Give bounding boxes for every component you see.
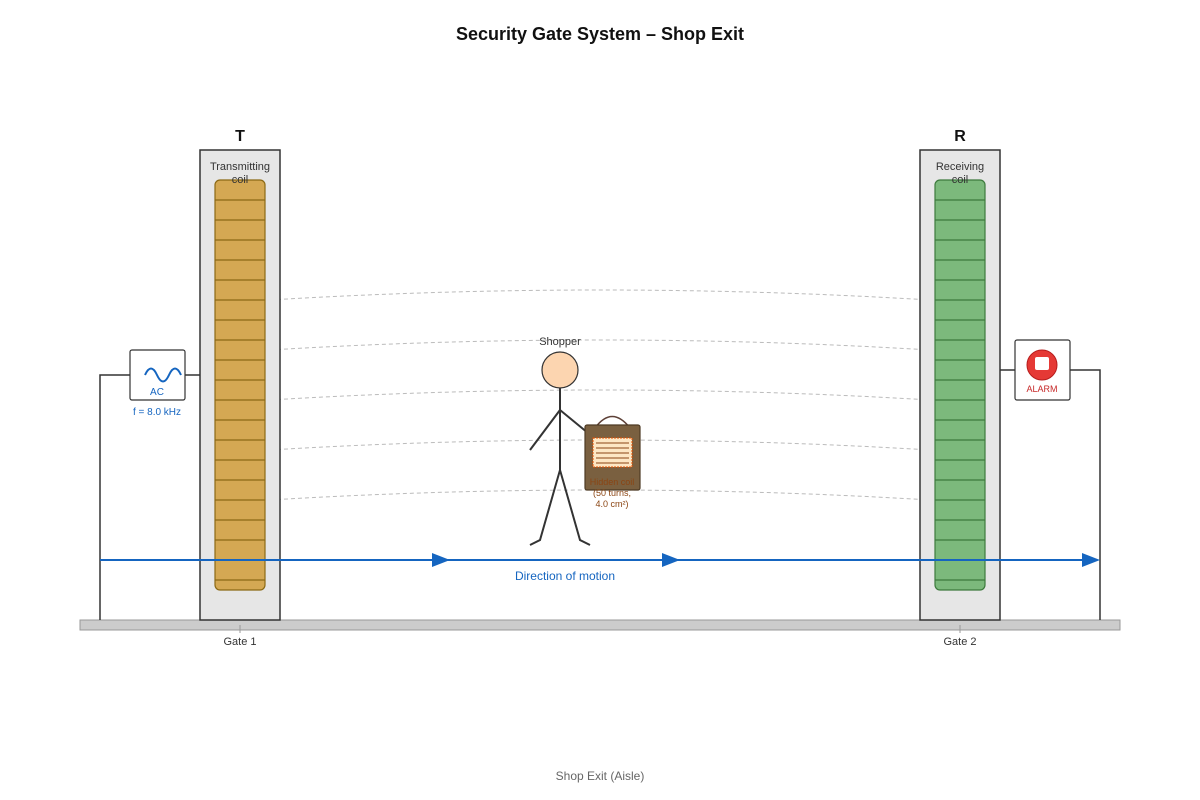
motion-arrowhead xyxy=(432,553,450,567)
ac-source: AC f = 8.0 kHz xyxy=(129,349,186,418)
alarm: ALARM xyxy=(1014,339,1071,401)
floor xyxy=(79,619,1121,631)
transmitter-label-2: coil xyxy=(232,174,249,186)
hidden-coil-label-1: Hidden coil xyxy=(590,477,635,487)
transmitter-gate: T Transmitting coil xyxy=(199,128,281,621)
receiver-label-1: Receiving xyxy=(936,161,984,173)
alarm-label: ALARM xyxy=(1026,384,1057,394)
hidden-coil-label-3: 4.0 cm²) xyxy=(595,499,628,509)
ac-label: AC xyxy=(150,387,164,398)
receiver-gate: R Receiving coil xyxy=(919,128,1001,621)
receiver-letter: R xyxy=(954,128,966,145)
receiver-label-2: coil xyxy=(952,174,969,186)
receiving-coil-turns xyxy=(935,199,985,581)
hidden-coil-turns xyxy=(596,442,629,464)
transmitting-coil-turns xyxy=(215,199,265,581)
shopper-body xyxy=(529,388,591,546)
receiving-coil xyxy=(934,179,986,591)
shopper-head xyxy=(541,351,579,389)
transmitting-coil xyxy=(214,179,266,591)
motion-arrowhead xyxy=(1082,553,1100,567)
gate1-label: Gate 1 xyxy=(223,636,256,648)
shopping-bag: Hidden coil (50 turns, 4.0 cm²) xyxy=(584,415,641,509)
motion-arrow: Direction of motion xyxy=(100,553,1100,583)
motion-label: Direction of motion xyxy=(515,569,615,583)
shopper: Shopper xyxy=(529,336,591,546)
ac-frequency: f = 8.0 kHz xyxy=(133,407,181,418)
shopper-label: Shopper xyxy=(539,336,581,348)
field-line xyxy=(269,289,931,301)
alarm-lamp-icon xyxy=(1035,357,1049,370)
gate2-label: Gate 2 xyxy=(943,636,976,648)
transmitter-letter: T xyxy=(235,128,245,145)
hidden-coil-label-2: (50 turns, xyxy=(593,488,631,498)
alarm-wire-right xyxy=(1070,369,1101,620)
footer-label: Shop Exit (Aisle) xyxy=(556,769,645,783)
field-line xyxy=(269,339,931,351)
diagram-title: Security Gate System – Shop Exit xyxy=(456,24,744,44)
transmitter-label-1: Transmitting xyxy=(210,161,270,173)
sine-wave-icon xyxy=(144,367,182,383)
field-line xyxy=(269,389,931,401)
motion-arrowhead xyxy=(662,553,680,567)
ac-wire-left xyxy=(99,374,130,620)
